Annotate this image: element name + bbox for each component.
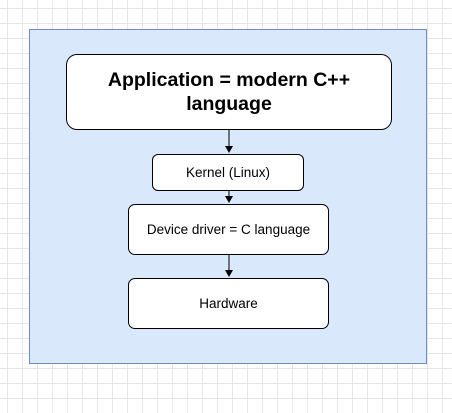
kernel-node[interactable]: Kernel (Linux) xyxy=(152,154,304,191)
application-node[interactable]: Application = modern C++ language xyxy=(66,54,392,130)
device-driver-node[interactable]: Device driver = C language xyxy=(128,204,329,255)
hardware-label: Hardware xyxy=(199,296,258,311)
device-driver-label: Device driver = C language xyxy=(146,222,311,237)
application-label: Application = modern C++ language xyxy=(107,69,351,115)
kernel-label: Kernel (Linux) xyxy=(185,165,271,180)
hardware-node[interactable]: Hardware xyxy=(128,278,329,329)
